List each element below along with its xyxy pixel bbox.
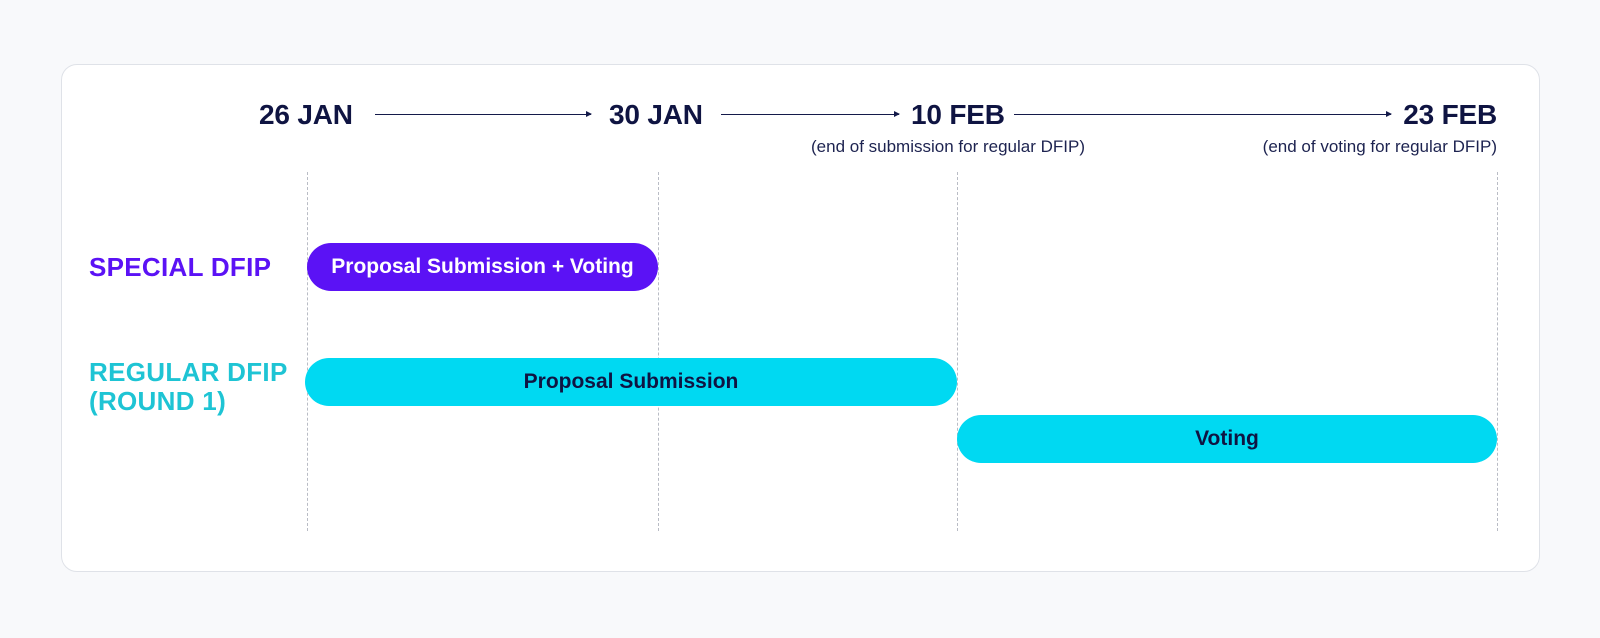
timeline-arrow-3 [1014,111,1392,117]
note-end-voting: (end of voting for regular DFIP) [1262,137,1497,156]
row-label-regular-line2: (ROUND 1) [89,386,227,416]
guide-26-jan [307,172,308,531]
bar-regular-voting: Voting [957,415,1497,463]
row-label-regular-dfip: REGULAR DFIP (ROUND 1) [89,358,288,416]
note-end-submission: (end of submission for regular DFIP) [811,137,1085,156]
guide-23-feb [1497,172,1498,531]
date-26-jan: 26 JAN [259,99,353,130]
bar-regular-proposal-submission: Proposal Submission [305,358,957,406]
guide-10-feb [957,172,958,531]
date-10-feb: 10 FEB [911,99,1005,130]
date-23-feb: 23 FEB [1403,99,1497,130]
timeline-arrow-2 [721,111,900,117]
date-30-jan: 30 JAN [609,99,703,130]
row-label-special-dfip: SPECIAL DFIP [89,252,272,282]
timeline-arrow-1 [375,111,592,117]
row-label-regular-line1: REGULAR DFIP [89,357,288,387]
bar-special-submission-voting: Proposal Submission + Voting [307,243,658,291]
guide-30-jan [658,172,659,531]
